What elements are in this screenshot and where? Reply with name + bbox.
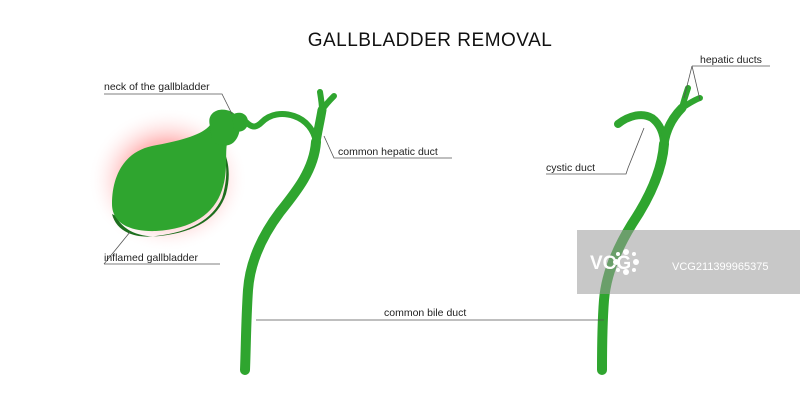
diagram-title: GALLBLADDER REMOVAL bbox=[308, 30, 553, 51]
cystic-duct-left bbox=[243, 111, 319, 145]
vcg-logo-icon bbox=[613, 249, 639, 275]
inflamed-gallbladder bbox=[112, 121, 229, 232]
watermark-logo: VCG bbox=[590, 253, 631, 274]
hepatic-duct-right-b bbox=[679, 95, 703, 111]
gallbladder-shadow bbox=[112, 140, 229, 237]
neck-knob bbox=[232, 112, 248, 132]
label-cystic-duct: cystic duct bbox=[546, 162, 595, 174]
label-common-bile-duct: common bile duct bbox=[384, 307, 466, 319]
label-common-hepatic-duct: common hepatic duct bbox=[338, 146, 438, 158]
label-inflamed-gallbladder: inflamed gallbladder bbox=[104, 252, 198, 264]
gallbladder-neck bbox=[209, 109, 240, 146]
leader-lines bbox=[103, 65, 770, 321]
common-hepatic-duct-right bbox=[659, 103, 687, 149]
common-hepatic-duct-left bbox=[311, 105, 327, 147]
common-duct-left bbox=[240, 137, 321, 375]
hepatic-duct-left-b bbox=[319, 93, 337, 113]
cystic-duct-stump bbox=[614, 111, 668, 148]
label-neck-of-gallbladder: neck of the gallbladder bbox=[104, 81, 210, 93]
watermark-id: VCG211399965375 bbox=[672, 261, 768, 273]
watermark: VCG VCG211399965375 bbox=[577, 230, 800, 294]
label-hepatic-ducts: hepatic ducts bbox=[700, 54, 762, 66]
